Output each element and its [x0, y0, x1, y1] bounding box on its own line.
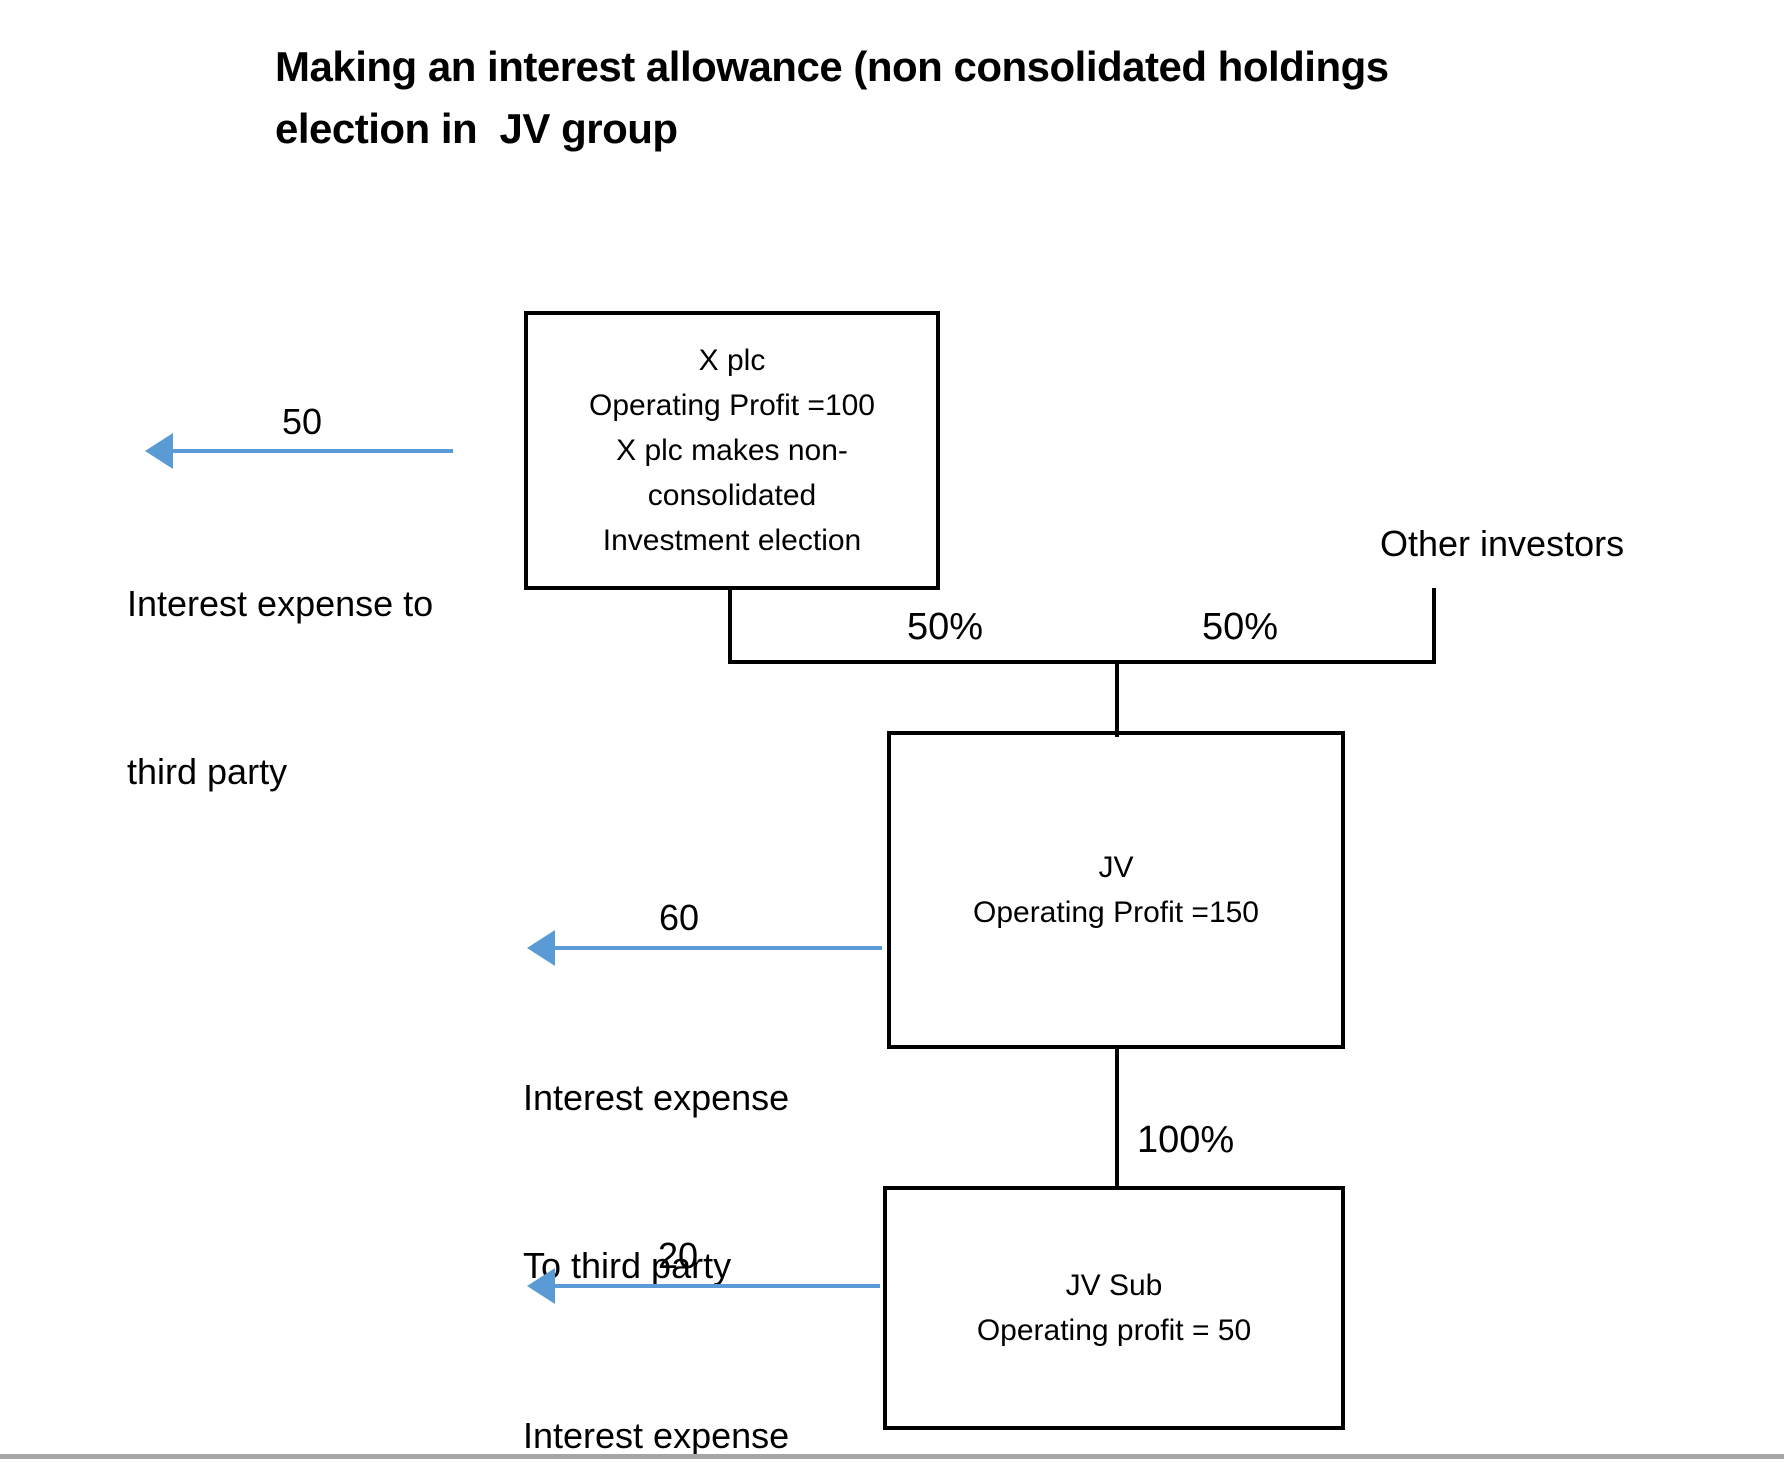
connector-horizontal: [728, 660, 1436, 664]
arrow-desc-line: third party: [127, 751, 288, 792]
interest-arrow-jvsub: [551, 1284, 880, 1288]
jvsub-box: JV Sub Operating profit = 50: [883, 1186, 1345, 1430]
arrow-value-label: 20: [657, 1235, 699, 1276]
ownership-label-others-50pct: 50%: [1201, 606, 1279, 648]
slide-title: Making an interest allowance (non consol…: [275, 36, 1389, 160]
arrow-desc-line: To third party: [523, 1245, 732, 1286]
connector-jv-stub: [1115, 660, 1119, 737]
arrow-value-label: 60: [658, 897, 700, 938]
jv-box-text-line: Operating Profit =150: [972, 896, 1259, 929]
arrow-desc: Interest expense To third party: [523, 1296, 789, 1463]
jvsub-box-text-line: JV Sub: [1065, 1269, 1163, 1302]
xplc-box-text-line: Operating Profit =100: [588, 389, 875, 422]
ownership-label-xplc-50pct: 50%: [906, 606, 984, 648]
xplc-box-text-line: consolidated: [647, 479, 817, 512]
jvsub-box-text-line: Operating profit = 50: [976, 1314, 1252, 1347]
other-investors-label: Other investors: [1380, 523, 1625, 564]
xplc-box-text-line: X plc: [698, 344, 766, 377]
connector-jv-jvsub: [1115, 1045, 1119, 1190]
bottom-rule: [0, 1454, 1784, 1459]
arrow-value-label: 50: [281, 401, 323, 442]
arrow-desc: Interest expense to third party: [127, 464, 433, 912]
interest-arrow-jv: [551, 946, 882, 950]
slide-title-line-2: election in JV group: [275, 105, 678, 152]
arrow-desc: Interest expense To third party: [523, 958, 789, 1406]
ownership-label-100pct: 100%: [1137, 1119, 1235, 1161]
xplc-box-text-line: X plc makes non-: [616, 434, 848, 467]
xplc-box-text-line: Investment election: [602, 524, 862, 557]
jv-box: JV Operating Profit =150: [887, 731, 1345, 1049]
arrow-desc-line: Interest expense to: [127, 583, 434, 624]
arrow-desc-line: Interest expense: [523, 1415, 790, 1456]
left-arrow-head-icon: [527, 1268, 555, 1304]
connector-other-investors-stub: [1432, 588, 1436, 664]
left-arrow-head-icon: [145, 433, 173, 469]
left-arrow-head-icon: [527, 930, 555, 966]
interest-arrow-xplc: [169, 449, 453, 453]
arrow-desc-line: Interest expense: [523, 1077, 790, 1118]
slide-title-line-1: Making an interest allowance (non consol…: [275, 43, 1389, 90]
connector-xplc-stub: [728, 588, 732, 664]
jv-box-text-line: JV: [1098, 851, 1134, 884]
xplc-box: X plc Operating Profit =100 X plc makes …: [524, 311, 940, 590]
